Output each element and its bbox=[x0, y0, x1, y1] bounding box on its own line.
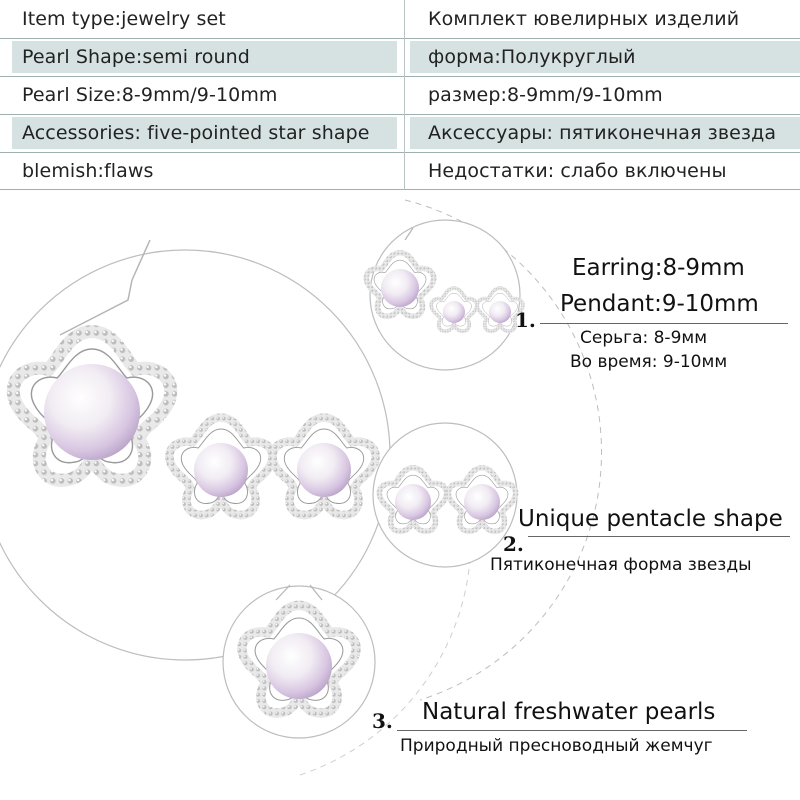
feature-3-ru: Природный пресноводный жемчуг bbox=[400, 736, 713, 756]
spec-ru: Комплект ювелирных изделий bbox=[428, 8, 740, 30]
spec-ru: размер:8-9mm/9-10mm bbox=[428, 84, 663, 106]
detail-circle-2 bbox=[372, 422, 517, 568]
feature-2-ru: Пятиконечная форма звезды bbox=[490, 555, 752, 575]
spec-row-item-type: Item type:jewelry set Комплект ювелирных… bbox=[0, 0, 800, 38]
table-divider bbox=[0, 38, 800, 39]
spec-row-pearl-size: Pearl Size:8-9mm/9-10mm размер:8-9mm/9-1… bbox=[0, 76, 800, 114]
detail-circle-1 bbox=[366, 219, 525, 371]
table-divider bbox=[0, 189, 800, 190]
feature-1-ru-line1: Серьга: 8-9мм bbox=[580, 328, 708, 348]
feature-2-number: 2. bbox=[503, 532, 524, 556]
feature-2-title: Unique pentacle shape bbox=[518, 506, 783, 532]
feature-2-underline bbox=[528, 536, 790, 537]
feature-3-number: 3. bbox=[372, 709, 393, 733]
feature-3-title: Natural freshwater pearls bbox=[422, 699, 716, 725]
pendant-large bbox=[13, 239, 171, 480]
feature-3-underline bbox=[397, 730, 747, 731]
table-column-divider bbox=[404, 0, 405, 190]
spec-en: Item type:jewelry set bbox=[22, 8, 226, 30]
product-illustration bbox=[0, 199, 603, 776]
earring-right-large bbox=[272, 418, 375, 515]
spec-ru: Аксессуары: пятиконечная звезда bbox=[410, 117, 800, 149]
table-divider bbox=[0, 152, 800, 153]
feature-1-line2: Pendant:9-10mm bbox=[560, 291, 759, 317]
table-divider bbox=[0, 76, 800, 77]
feature-1-number: 1. bbox=[515, 308, 536, 332]
earring-left-large bbox=[169, 418, 272, 515]
spec-row-accessories: Accessories: five-pointed star shape Акс… bbox=[0, 114, 800, 152]
feature-1-underline bbox=[540, 323, 788, 324]
feature-1-line1: Earring:8-9mm bbox=[572, 255, 745, 281]
spec-en: Accessories: five-pointed star shape bbox=[12, 117, 397, 149]
product-photo: Earring:8-9mm Pendant:9-10mm 1. Серьга: … bbox=[0, 190, 800, 800]
feature-1-ru-line2: Во время: 9-10мм bbox=[570, 352, 728, 372]
spec-en: Pearl Shape:semi round bbox=[12, 41, 397, 73]
detail-circle-3 bbox=[222, 584, 376, 739]
table-divider bbox=[0, 114, 800, 115]
spec-en: blemish:flaws bbox=[22, 160, 154, 182]
spec-row-pearl-shape: Pearl Shape:semi round форма:Полукруглый bbox=[0, 38, 800, 76]
spec-ru: Недостатки: слабо включены bbox=[428, 160, 727, 182]
spec-table: Item type:jewelry set Комплект ювелирных… bbox=[0, 0, 800, 190]
spec-ru: форма:Полукруглый bbox=[410, 41, 800, 73]
spec-en: Pearl Size:8-9mm/9-10mm bbox=[22, 84, 278, 106]
spec-row-blemish: blemish:flaws Недостатки: слабо включены bbox=[0, 152, 800, 190]
